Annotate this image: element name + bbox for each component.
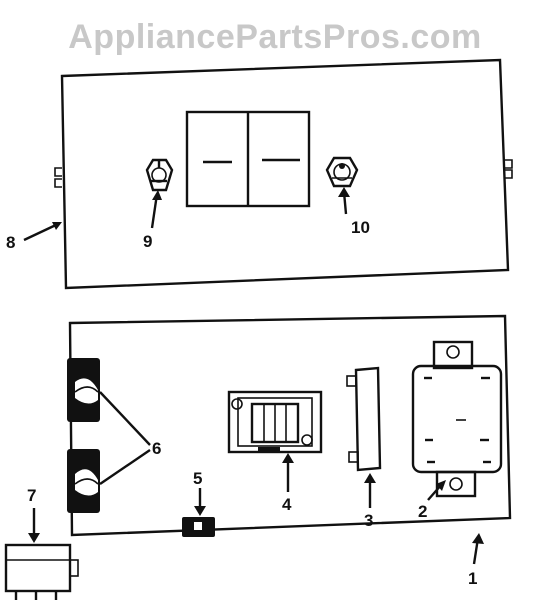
transformer — [411, 340, 503, 498]
indicator-light-upper — [67, 358, 100, 422]
fuse-clip — [182, 517, 215, 537]
callout-2: 2 — [418, 502, 427, 521]
callout-9: 9 — [143, 232, 152, 251]
connector-plug — [4, 543, 79, 600]
callout-10: 10 — [351, 218, 370, 237]
leader-lines — [23, 187, 484, 565]
watermark-text: AppliancePartsPros.com — [68, 18, 482, 56]
callout-3: 3 — [364, 511, 373, 530]
toggle-switch-right — [325, 156, 359, 188]
terminal-block — [227, 390, 323, 454]
callout-1: 1 — [468, 569, 477, 588]
indicator-light-lower — [67, 449, 100, 513]
callout-7: 7 — [27, 486, 36, 505]
rocker-switch-window — [185, 110, 311, 208]
callout-4: 4 — [282, 495, 292, 514]
toggle-switch-left — [145, 158, 174, 192]
callout-8: 8 — [6, 233, 15, 252]
front-panel — [54, 58, 513, 290]
callout-5: 5 — [193, 469, 202, 488]
resistor-module — [346, 366, 382, 472]
callout-6: 6 — [152, 439, 161, 458]
